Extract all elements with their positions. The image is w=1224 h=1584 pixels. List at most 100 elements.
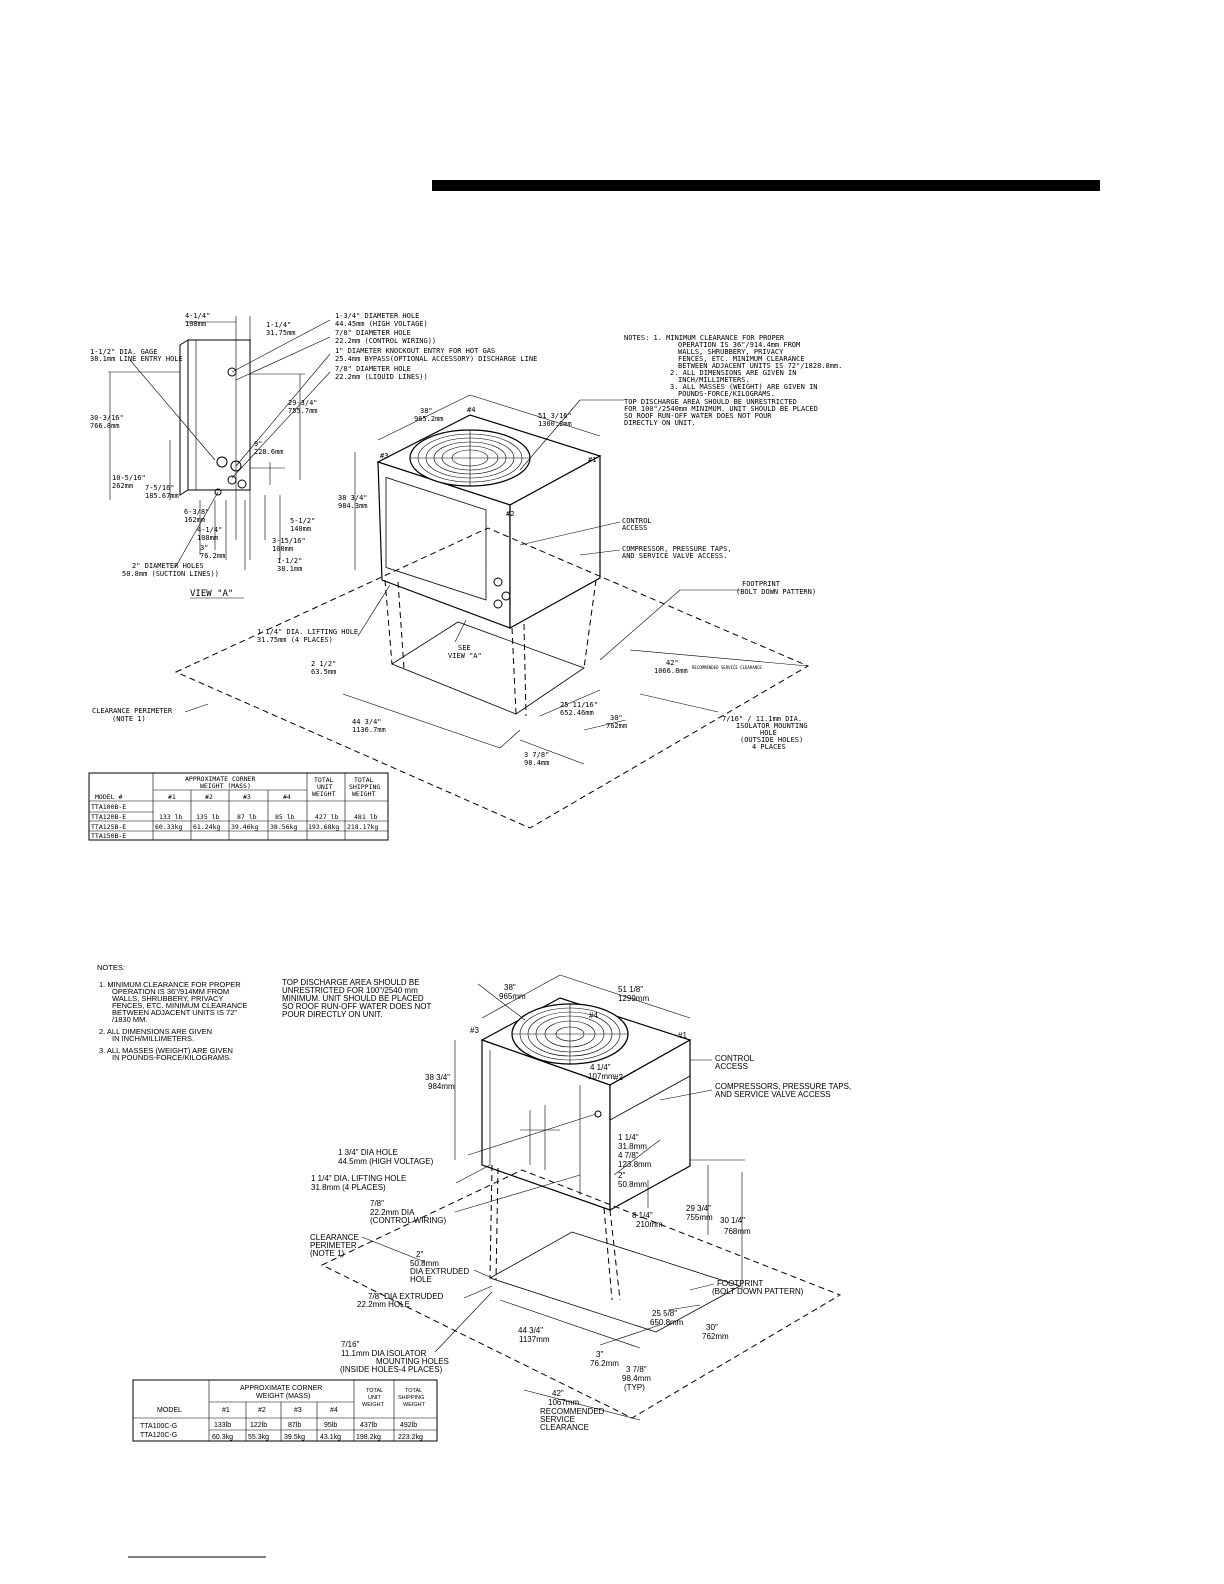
svg-text:87 lb: 87 lb	[237, 813, 257, 821]
dim-u5-in: 25 11/16"	[560, 701, 598, 709]
svg-text:60.3kg: 60.3kg	[212, 1434, 233, 1441]
b-dim-0-mm: 965mm	[499, 992, 526, 1001]
svg-text:#2: #2	[614, 1073, 623, 1082]
b-dim-13-mm: 76.2mm	[590, 1359, 619, 1368]
hole-0-a: 1-3/4" DIAMETER HOLE	[335, 312, 419, 320]
svg-text:SHIPPING: SHIPPING	[398, 1395, 424, 1401]
typ-label: (TYP)	[624, 1383, 645, 1392]
svg-text:85 lb: 85 lb	[275, 813, 295, 821]
svg-text:UNIT: UNIT	[317, 783, 333, 791]
dim-a6-in: 10-5/16"	[112, 474, 146, 482]
svg-text:22.2mm DIA: 22.2mm DIA	[370, 1208, 415, 1217]
svg-text:TTA125B-E: TTA125B-E	[91, 823, 126, 831]
b-dim-7-mm: 210mm	[636, 1220, 663, 1229]
svg-text:11.1mm DIA ISOLATOR: 11.1mm DIA ISOLATOR	[341, 1349, 427, 1358]
dim-u3-in: 2 1/2"	[311, 660, 336, 668]
svg-text:122lb: 122lb	[250, 1422, 267, 1429]
svg-text:133 lb: 133 lb	[159, 813, 183, 821]
dim-a8-mm: 162mm	[184, 516, 205, 524]
svg-text:SO ROOF RUN-OFF WATER DOES NOT: SO ROOF RUN-OFF WATER DOES NOT	[282, 1002, 431, 1011]
corner-1: #1	[588, 456, 596, 464]
dim-u7-in: 3 7/8"	[524, 751, 549, 759]
svg-text:CLEARANCE PERIMETER: CLEARANCE PERIMETER	[92, 707, 173, 715]
svg-text:55.3kg: 55.3kg	[248, 1434, 269, 1441]
hole-1-b: 22.2mm (CONTROL WIRING))	[335, 337, 436, 345]
svg-text:DIA EXTRUDED: DIA EXTRUDED	[410, 1267, 469, 1276]
svg-text:TOP DISCHARGE AREA SHOULD BE: TOP DISCHARGE AREA SHOULD BE	[282, 978, 420, 987]
svg-text:#1: #1	[222, 1407, 230, 1414]
dim-a4-mm: 755.7mm	[288, 407, 318, 415]
dim-a12-in: 3-15/16"	[272, 537, 306, 545]
svg-text:ISOLATOR MOUNTING: ISOLATOR MOUNTING	[736, 722, 808, 730]
svg-text:COMPRESSOR, PRESSURE TAPS,: COMPRESSOR, PRESSURE TAPS,	[622, 545, 732, 553]
svg-text:7/8": 7/8"	[370, 1199, 384, 1208]
dim-u4-mm: 1136.7mm	[352, 726, 386, 734]
svg-text:39.46kg: 39.46kg	[231, 823, 258, 831]
b-dim-8-mm: 755mm	[686, 1213, 713, 1222]
dim-a0-in: 4-1/4"	[185, 312, 210, 320]
dim-a2-mm: 38.1mm LINE ENTRY HOLE	[90, 355, 183, 363]
dim-a4-in: 29-3/4"	[288, 399, 318, 407]
svg-text:TOP DISCHARGE AREA SHOULD BE U: TOP DISCHARGE AREA SHOULD BE UNRESTRICTE…	[624, 398, 797, 406]
dim-a13-mm: 38.1mm	[277, 565, 302, 573]
b-dim-13-in: 3"	[596, 1350, 603, 1359]
svg-text:MOUNTING HOLES: MOUNTING HOLES	[376, 1357, 449, 1366]
dim-u0-mm: 965.2mm	[414, 415, 444, 423]
dim-a8-in: 6-3/8"	[184, 508, 209, 516]
svg-text:PERIMETER: PERIMETER	[310, 1241, 357, 1250]
b-dim-0-in: 38"	[504, 983, 516, 992]
b-dim-3-mm: 107mm	[588, 1072, 615, 1081]
bottom-notes: NOTES: 1. MINIMUM CLEARANCE FOR PROPER O…	[97, 963, 247, 1062]
svg-text:TOTAL: TOTAL	[405, 1388, 422, 1394]
hole-1-a: 7/8" DIAMETER HOLE	[335, 329, 411, 337]
dim-a11-mm: 140mm	[290, 525, 311, 533]
svg-text:TTA120C-G: TTA120C-G	[140, 1432, 177, 1439]
svg-text:437lb: 437lb	[360, 1422, 377, 1429]
bottom-drawing: NOTES: 1. MINIMUM CLEARANCE FOR PROPER O…	[97, 963, 851, 1442]
hole-2-b: 25.4mm BYPASS(OPTIONAL ACCESSORY) DISCHA…	[335, 355, 537, 363]
hole-0-b: 44.45mm (HIGH VOLTAGE)	[335, 320, 428, 328]
svg-text:FOR 100"/2540mm MINIMUM. UNIT: FOR 100"/2540mm MINIMUM. UNIT SHOULD BE …	[624, 405, 818, 413]
bottom-weight-table: APPROXIMATE CORNER WEIGHT (MASS) MODEL #…	[132, 1379, 438, 1442]
svg-text:TOTAL: TOTAL	[366, 1388, 383, 1394]
svg-text:TOTAL: TOTAL	[314, 776, 334, 784]
svg-text:WEIGHT (MASS): WEIGHT (MASS)	[200, 782, 251, 790]
b-dim-6-mm: 50.8mm	[618, 1180, 647, 1189]
dim-a9-mm: 108mm	[197, 534, 218, 542]
svg-text:CONTROL: CONTROL	[622, 517, 652, 525]
svg-text:#1: #1	[678, 1031, 687, 1040]
svg-text:#3: #3	[470, 1026, 479, 1035]
svg-text:TTA120B-E: TTA120B-E	[91, 813, 126, 821]
svg-text:WEIGHT (MASS): WEIGHT (MASS)	[256, 1393, 310, 1400]
svg-text:(CONTROL WIRING): (CONTROL WIRING)	[370, 1216, 446, 1225]
svg-text:FENCES, ETC. MINIMUM CLEARANCE: FENCES, ETC. MINIMUM CLEARANCE	[112, 1001, 247, 1010]
svg-text:WALLS, SHRUBBERY, PRIVACY: WALLS, SHRUBBERY, PRIVACY	[112, 994, 223, 1003]
svg-text:ACCESS: ACCESS	[622, 524, 647, 532]
svg-text:BETWEEN ADJACENT UNITS IS 72"/: BETWEEN ADJACENT UNITS IS 72"/1828.8mm.	[678, 362, 842, 370]
dim-a1-mm: 31.75mm	[266, 329, 296, 337]
svg-text:(INSIDE HOLES-4 PLACES): (INSIDE HOLES-4 PLACES)	[340, 1365, 443, 1374]
b-dim-9-mm: 768mm	[724, 1227, 751, 1236]
svg-text:/1830 MM.: /1830 MM.	[112, 1015, 147, 1024]
svg-text:TOTAL: TOTAL	[354, 776, 374, 784]
b-dim-5-mm: 123.8mm	[618, 1160, 652, 1169]
view-a-labels: 4-1/4" 108mm 1-1/4" 31.75mm 1-1/2" DIA. …	[90, 312, 537, 599]
svg-text:IN INCH/MILLIMETERS.: IN INCH/MILLIMETERS.	[112, 1034, 194, 1043]
b-dim-5-in: 4 7/8"	[618, 1151, 639, 1160]
svg-text:43.1kg: 43.1kg	[320, 1434, 341, 1441]
b-dim-11-in: 30"	[706, 1323, 718, 1332]
dim-a11-in: 5-1/2"	[290, 517, 315, 525]
dim-a2-in: 1-1/2" DIA. GAGE	[90, 348, 157, 356]
b-dim-2-mm: 984mm	[428, 1082, 455, 1091]
dim-u6-mm: 762mm	[606, 722, 627, 730]
svg-text:(BOLT DOWN PATTERN): (BOLT DOWN PATTERN)	[712, 1287, 804, 1296]
svg-text:SHIPPING: SHIPPING	[349, 783, 380, 791]
svg-text:193.68kg: 193.68kg	[308, 823, 339, 831]
svg-text:HOLE: HOLE	[760, 729, 777, 737]
svg-text:#4: #4	[330, 1407, 338, 1414]
dim-u4-in: 44 3/4"	[352, 718, 382, 726]
svg-text:APPROXIMATE CORNER: APPROXIMATE CORNER	[185, 775, 256, 783]
svg-text:VIEW "A": VIEW "A"	[448, 652, 482, 660]
dim-a7-mm: 185.67mm	[145, 492, 179, 500]
